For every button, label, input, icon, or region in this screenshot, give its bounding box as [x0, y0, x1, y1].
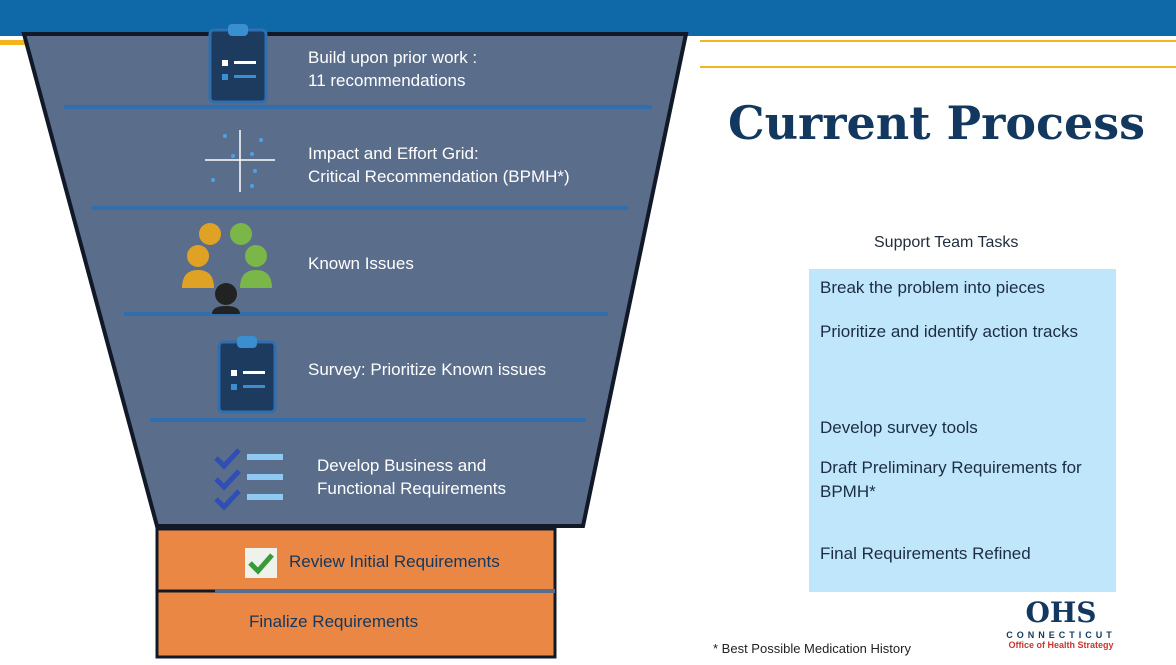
stage-4-line1: Survey: Prioritize Known issues	[308, 360, 547, 379]
clipboard-icon	[217, 336, 277, 414]
stage-4-label: Survey: Prioritize Known issues	[308, 358, 546, 381]
gold-accent-left	[0, 40, 30, 45]
stage-2-line1: Impact and Effort Grid:	[308, 144, 479, 163]
checkbox-checked-icon	[245, 548, 277, 578]
top-banner	[0, 0, 1176, 36]
checklist-icon	[214, 448, 283, 511]
task-item: Draft Preliminary Requirements for BPMH*	[820, 458, 1082, 501]
logo-office: Office of Health Strategy	[1008, 640, 1114, 650]
stage-5-line1: Develop Business and	[317, 456, 487, 475]
ohs-logo: OHS CONNECTICUT Office of Health Strateg…	[986, 598, 1136, 662]
task-item: Final Requirements Refined	[820, 544, 1031, 563]
review-step-box	[155, 527, 557, 593]
support-heading: Support Team Tasks	[874, 234, 1019, 251]
task-item: Prioritize and identify action tracks	[820, 322, 1078, 341]
stage-3-label: Known Issues	[308, 252, 414, 275]
stage-1-line1: Build upon prior work :	[308, 48, 478, 67]
funnel-body	[21, 32, 689, 528]
review-step-label: Review Initial Requirements	[289, 552, 500, 571]
stage-2-line2: Critical Recommendation (BPMH*)	[308, 167, 570, 186]
logo-main: OHS	[1025, 596, 1097, 629]
stage-5-line2: Functional Requirements	[317, 479, 506, 498]
finalize-step-label: Finalize Requirements	[249, 612, 419, 631]
logo-connecticut: CONNECTICUT	[1006, 630, 1116, 640]
page-title: Current Process	[728, 96, 1146, 150]
clipboard-icon	[208, 24, 268, 104]
stage-1-label: Build upon prior work : 11 recommendatio…	[308, 46, 477, 92]
people-group-icon	[182, 223, 272, 314]
funnel-diagram	[21, 24, 689, 659]
support-task-list: Break the problem into pieces Prioritize…	[809, 269, 1116, 592]
task-item: Break the problem into pieces	[820, 278, 1045, 297]
footnote: * Best Possible Medication History	[713, 641, 911, 656]
stage-1-line2: 11 recommendations	[308, 71, 466, 90]
gold-accent-line	[700, 40, 1176, 68]
stage-2-label: Impact and Effort Grid: Critical Recomme…	[308, 142, 570, 188]
stage-5-label: Develop Business and Functional Requirem…	[317, 454, 506, 500]
task-item: Develop survey tools	[820, 418, 978, 437]
stage-3-line1: Known Issues	[308, 254, 414, 273]
scatter-grid-icon	[205, 130, 275, 192]
